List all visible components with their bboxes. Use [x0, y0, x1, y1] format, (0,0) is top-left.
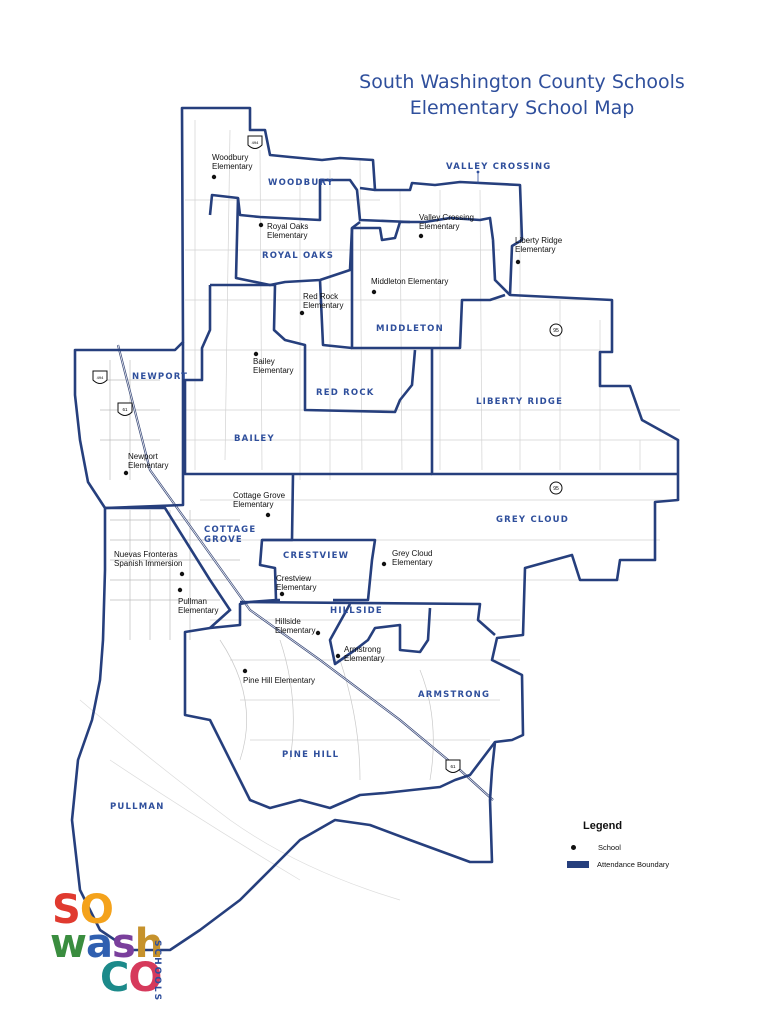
district-label-valley-crossing: VALLEY CROSSING	[446, 162, 551, 172]
map-title-line2: Elementary School Map	[409, 97, 635, 119]
school-dot	[123, 470, 129, 476]
district-label-red-rock: RED ROCK	[316, 388, 375, 398]
legend-school-row: School	[567, 843, 621, 852]
school-dot-icon	[571, 845, 576, 850]
school-pine-hill: Pine Hill Elementary	[242, 668, 315, 685]
district-label-royal-oaks: ROYAL OAKS	[262, 251, 334, 261]
school-dot	[299, 310, 305, 316]
shield-95-south-label: 95	[553, 486, 559, 492]
map-title-line1: South Washington County Schools	[359, 71, 685, 93]
district-label-armstrong: ARMSTRONG	[418, 690, 490, 700]
shield-95-north-label: 95	[553, 328, 559, 334]
school-dot	[253, 351, 259, 357]
legend-school-label: School	[598, 843, 621, 852]
district-labels: WOODBURY VALLEY CROSSING ROYAL OAKS MIDD…	[110, 162, 569, 812]
district-label-middleton: MIDDLETON	[376, 324, 444, 334]
highway-shield-494b: 494	[92, 370, 108, 384]
highway-shield-61: 61	[117, 402, 133, 416]
school-dot	[335, 653, 341, 659]
legend-title: Legend	[583, 820, 623, 832]
logo-line-wash: wash	[50, 921, 163, 967]
school-dot	[279, 591, 285, 597]
road-network	[79, 120, 680, 901]
shield-494-label: 494	[252, 140, 259, 145]
district-label-bailey: BAILEY	[234, 434, 275, 444]
logo-word-schools: SCHOOLS	[152, 940, 162, 1003]
district-label-crestview: CRESTVIEW	[283, 551, 349, 561]
shield-61-label: 61	[122, 407, 128, 412]
school-dot	[177, 587, 183, 593]
sowashco-logo: SO wash CO	[50, 887, 180, 1002]
boundary-swatch-icon	[567, 861, 589, 868]
logo-line-co: CO	[100, 955, 162, 1001]
district-label-newport: NEWPORT	[132, 372, 188, 382]
school-dot	[179, 571, 185, 577]
highway-shield-61-south: 61	[445, 759, 461, 773]
school-dot	[371, 289, 377, 295]
pullman-boundary	[105, 506, 232, 629]
school-dot	[242, 668, 248, 674]
district-label-pine-hill: PINE HILL	[282, 750, 339, 760]
highway-shield-95-north: 95	[549, 323, 563, 337]
school-dot	[418, 233, 424, 239]
school-middleton: Middleton Elementary	[371, 277, 448, 295]
valley-crossing-pointer-dot	[476, 170, 480, 174]
logo-line-so: SO	[52, 887, 114, 933]
shield-61-south-label: 61	[450, 764, 456, 769]
school-dot	[381, 561, 387, 567]
school-dot	[265, 512, 271, 518]
district-label-woodbury: WOODBURY	[268, 178, 334, 188]
district-label-liberty-ridge: LIBERTY RIDGE	[476, 397, 563, 407]
school-label-pine-hill: Pine Hill Elementary	[243, 676, 315, 685]
highway-shield-494: 494	[247, 135, 263, 149]
highway-shields: 494 494 61 95 95 61	[92, 135, 563, 773]
school-dot	[315, 630, 321, 636]
school-dot	[258, 222, 264, 228]
shield-494b-label: 494	[97, 375, 104, 380]
legend-boundary-label: Attendance Boundary	[597, 860, 670, 869]
attendance-boundaries	[70, 106, 680, 952]
district-label-grey-cloud: GREY CLOUD	[496, 515, 569, 525]
school-dot	[211, 174, 217, 180]
school-label-middleton: Middleton Elementary	[371, 277, 448, 286]
highway-61	[116, 344, 494, 801]
highway-shield-95-south: 95	[549, 481, 563, 495]
school-dot	[515, 259, 521, 265]
district-label-hillside: HILLSIDE	[330, 606, 383, 616]
legend-boundary-row: Attendance Boundary	[567, 860, 669, 869]
district-label-pullman: PULLMAN	[110, 802, 165, 812]
